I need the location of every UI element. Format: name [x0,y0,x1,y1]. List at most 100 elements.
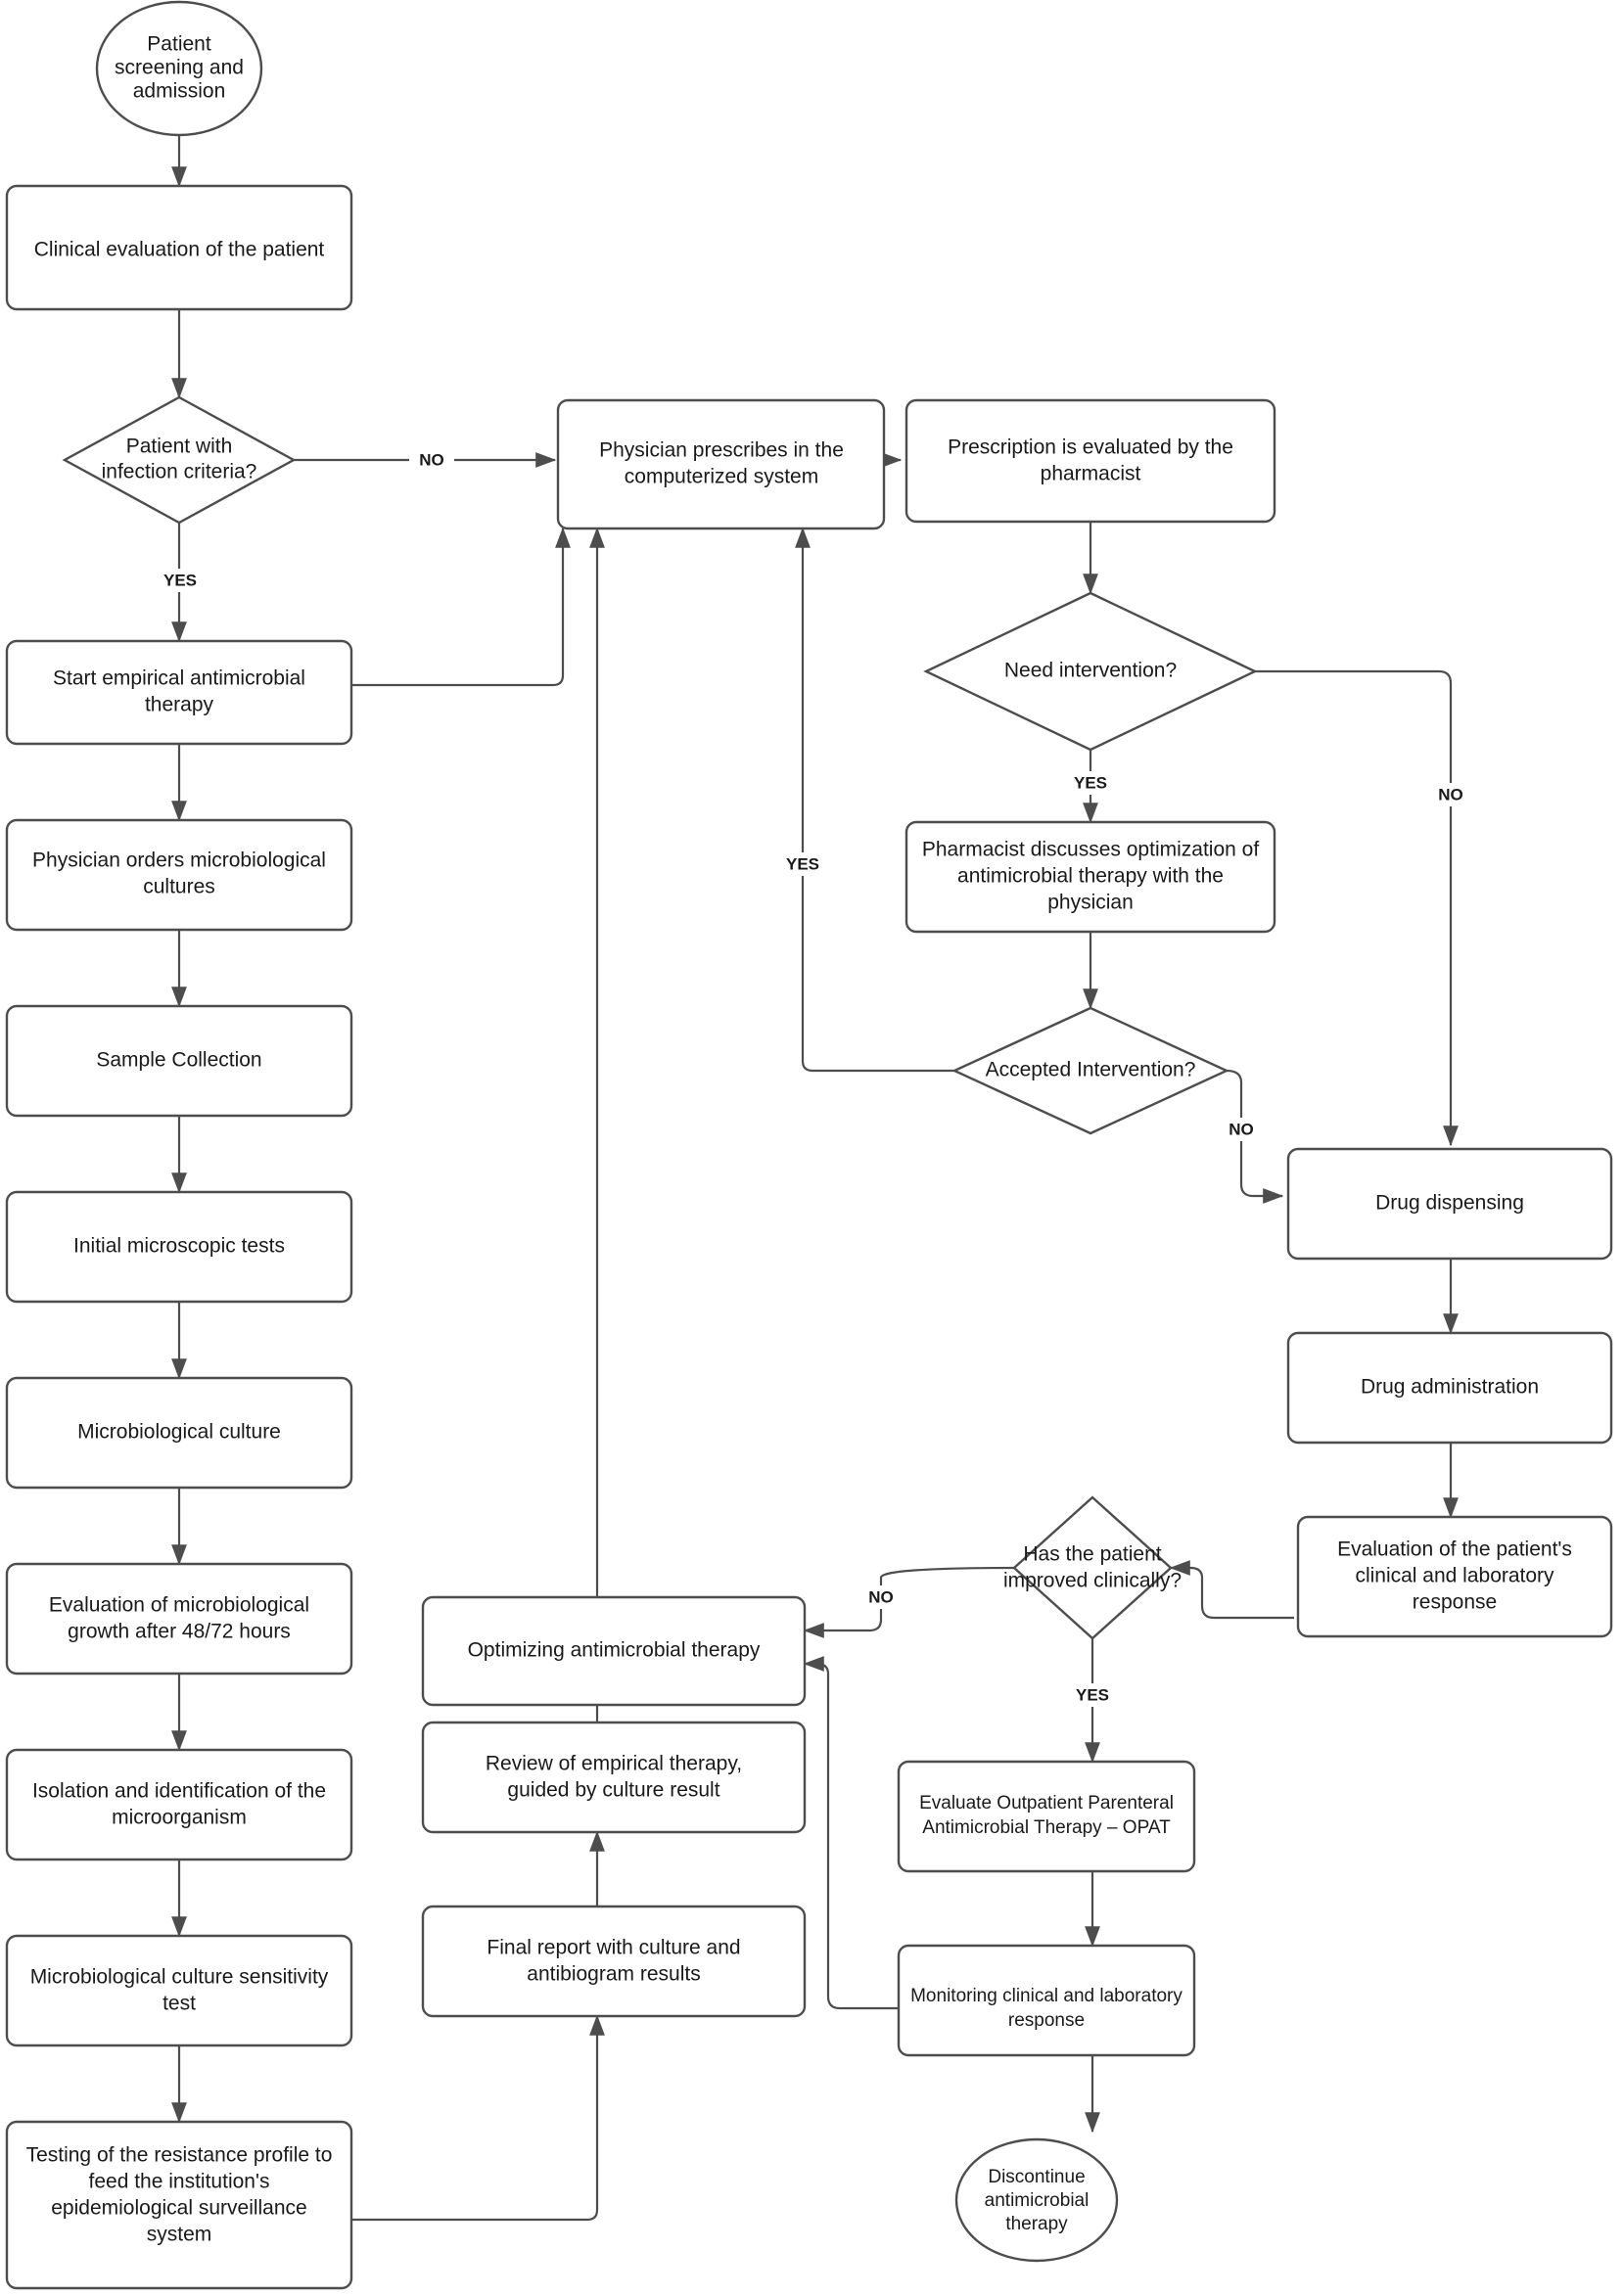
node-improved-clinically-line-1: improved clinically? [1003,1570,1182,1592]
edge-empirical-to-prescribes [351,527,571,687]
edge-label-accepted-no: NO [1219,1118,1264,1141]
node-evaluate-opat-line-1: Antimicrobial Therapy – OPAT [922,1817,1171,1838]
edge-improved-no-to-optimizing [803,1566,1015,1638]
node-discontinue-therapy-line-0: Discontinue [988,2167,1085,2187]
node-microbiological-culture[interactable]: Microbiological culture [5,1376,353,1490]
node-physician-prescribes-line-0: Physician prescribes in the [599,439,844,462]
node-microscopic-tests-label: Initial microscopic tests [73,1235,285,1258]
edge-response-to-improved [1169,1560,1294,1620]
node-review-empirical[interactable]: Review of empirical therapy, guided by c… [421,1721,807,1834]
node-pharmacist-discusses-line-2: physician [1047,892,1134,914]
node-final-report-line-0: Final report with culture and [487,1937,740,1959]
node-prescription-evaluated-line-1: pharmacist [1041,463,1141,485]
edge-layer [171,108,1459,2222]
node-optimizing-therapy[interactable]: Optimizing antimicrobial therapy [421,1595,807,1707]
node-start-empirical[interactable]: Start empirical antimicrobial therapy [5,639,353,746]
edge-label-improved-no: NO [858,1585,904,1609]
node-patient-screening-line-2: admission [133,80,226,103]
node-accepted-intervention[interactable]: Accepted Intervention? [951,1006,1229,1135]
node-improved-clinically[interactable]: Has the patient improved clinically? [1003,1495,1182,1640]
node-patient-response-line-1: clinical and laboratory [1355,1565,1554,1587]
node-resistance-profile-line-1: feed the institution's [89,2171,270,2193]
node-growth-evaluation-line-0: Evaluation of microbiological [49,1594,309,1617]
node-physician-prescribes[interactable]: Physician prescribes in the computerized… [556,398,886,530]
svg-text:NO: NO [868,1587,894,1606]
edge-resistance-to-final-report [351,2014,605,2222]
node-orders-cultures-line-1: cultures [143,876,215,898]
node-pharmacist-discusses-line-1: antimicrobial therapy with the [957,865,1224,888]
node-monitoring-response[interactable]: Monitoring clinical and laboratory respo… [897,1944,1196,2057]
edge-accepted-no-to-dispensing [1226,1069,1284,1204]
node-need-intervention-label: Need intervention? [1004,660,1177,682]
node-review-empirical-line-1: guided by culture result [507,1779,719,1802]
node-resistance-profile[interactable]: Testing of the resistance profile to fee… [5,2120,353,2290]
edge-label-need-intervention-no: NO [1428,783,1473,806]
node-prescription-evaluated[interactable]: Prescription is evaluated by the pharmac… [904,398,1276,524]
node-drug-administration[interactable]: Drug administration [1286,1331,1613,1445]
edge-label-improved-yes: YES [1065,1683,1120,1707]
node-resistance-profile-line-0: Testing of the resistance profile to [26,2144,333,2167]
node-growth-evaluation[interactable]: Evaluation of microbiological growth aft… [5,1562,353,1676]
edge-accepted-yes-to-prescribes [795,527,954,1073]
node-layer: Patient screening and admission Clinical… [5,0,1613,2290]
node-improved-clinically-line-0: Has the patient [1023,1543,1161,1566]
node-discontinue-therapy-line-1: antimicrobial [985,2190,1090,2211]
node-discontinue-therapy[interactable]: Discontinue antimicrobial therapy [954,2137,1119,2263]
svg-text:YES: YES [786,854,819,873]
node-growth-evaluation-line-1: growth after 48/72 hours [68,1621,291,1643]
node-patient-response-line-0: Evaluation of the patient's [1337,1538,1572,1561]
node-sample-collection-label: Sample Collection [96,1049,261,1072]
svg-text:YES: YES [163,571,197,589]
node-resistance-profile-line-3: system [147,2224,212,2246]
edge-label-layer: NO YES YES NO YES NO [153,448,1473,1707]
svg-text:YES: YES [1076,1685,1109,1704]
edge-label-need-intervention-yes: YES [1063,771,1118,795]
svg-text:YES: YES [1074,773,1107,792]
node-patient-screening[interactable]: Patient screening and admission [95,0,263,137]
node-review-empirical-line-0: Review of empirical therapy, [486,1753,742,1775]
node-monitoring-response-line-1: response [1008,2010,1085,2031]
edge-label-accepted-yes: YES [775,852,830,876]
node-infection-criteria[interactable]: Patient with infection criteria? [62,395,297,525]
node-prescription-evaluated-line-0: Prescription is evaluated by the [948,436,1233,459]
node-need-intervention[interactable]: Need intervention? [923,591,1258,752]
node-drug-administration-label: Drug administration [1361,1376,1539,1399]
node-isolation-identification[interactable]: Isolation and identification of the micr… [5,1748,353,1861]
node-microbiological-culture-label: Microbiological culture [77,1421,281,1444]
edge-label-infection-yes: YES [153,569,208,592]
edge-monitoring-to-optimizing [803,1656,901,2010]
node-drug-dispensing[interactable]: Drug dispensing [1286,1147,1613,1261]
node-drug-dispensing-label: Drug dispensing [1375,1192,1524,1215]
node-isolation-identification-line-0: Isolation and identification of the [32,1780,326,1803]
node-discontinue-therapy-line-2: therapy [1005,2214,1068,2234]
node-pharmacist-discusses[interactable]: Pharmacist discusses optimization of ant… [904,820,1276,934]
edge-need-no-to-dispensing [1255,669,1459,1147]
node-monitoring-response-line-0: Monitoring clinical and laboratory [910,1986,1182,2006]
node-optimizing-therapy-label: Optimizing antimicrobial therapy [468,1639,761,1662]
edge-label-infection-no: NO [409,448,454,472]
node-microscopic-tests[interactable]: Initial microscopic tests [5,1190,353,1304]
node-start-empirical-line-1: therapy [145,694,214,716]
svg-text:NO: NO [419,450,444,469]
node-sensitivity-test-line-1: test [162,1993,196,2015]
node-orders-cultures-line-0: Physician orders microbiological [32,850,326,872]
node-pharmacist-discusses-line-0: Pharmacist discusses optimization of [922,839,1259,861]
node-orders-cultures[interactable]: Physician orders microbiological culture… [5,818,353,932]
node-patient-response-line-2: response [1413,1591,1497,1614]
node-clinical-evaluation-label: Clinical evaluation of the patient [34,239,325,261]
node-evaluate-opat-line-0: Evaluate Outpatient Parenteral [919,1793,1174,1814]
node-final-report-line-1: antibiogram results [527,1963,700,1986]
node-evaluate-opat[interactable]: Evaluate Outpatient Parenteral Antimicro… [897,1760,1196,1873]
node-sample-collection[interactable]: Sample Collection [5,1004,353,1118]
node-start-empirical-line-0: Start empirical antimicrobial [53,667,305,690]
node-clinical-evaluation[interactable]: Clinical evaluation of the patient [5,184,353,311]
node-sensitivity-test[interactable]: Microbiological culture sensitivity test [5,1934,353,2047]
node-physician-prescribes-line-1: computerized system [625,466,818,488]
node-infection-criteria-line-0: Patient with [126,436,233,458]
node-final-report[interactable]: Final report with culture and antibiogra… [421,1905,807,2018]
node-patient-screening-line-1: screening and [115,57,244,79]
node-patient-response-evaluation[interactable]: Evaluation of the patient's clinical and… [1296,1515,1613,1638]
node-infection-criteria-line-1: infection criteria? [102,461,257,483]
